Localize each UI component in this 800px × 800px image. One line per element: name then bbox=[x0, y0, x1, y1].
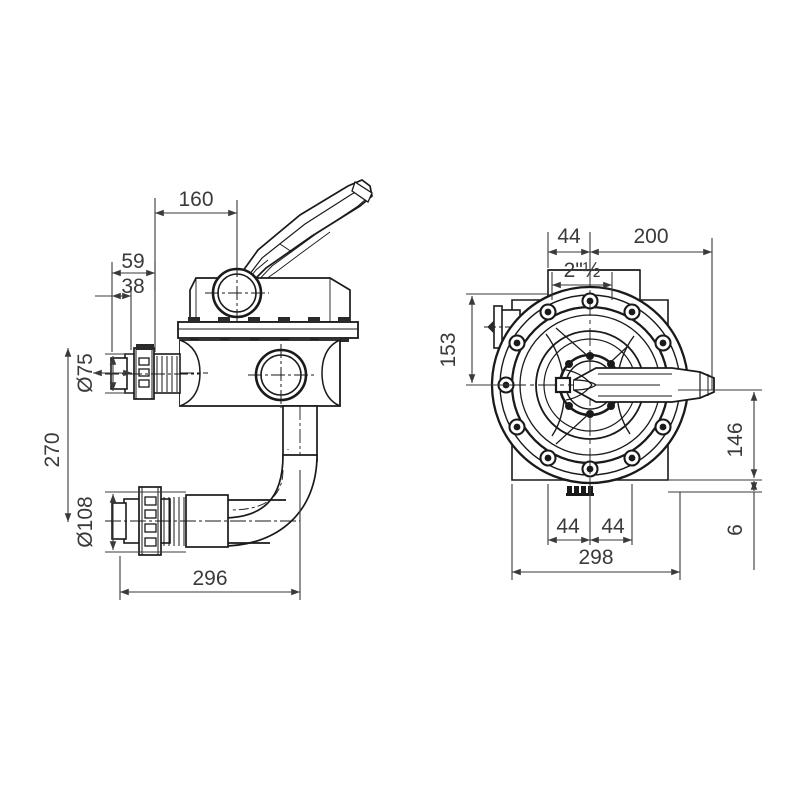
front-view-dimensions bbox=[466, 232, 762, 580]
dim-298: 298 bbox=[578, 546, 613, 569]
side-view-dimensions bbox=[64, 198, 301, 600]
dim-296: 296 bbox=[192, 567, 227, 590]
front-view-dimension-labels: 44 200 2"½ 153 146 6 44 44 298 bbox=[437, 225, 747, 569]
dim-146: 146 bbox=[724, 422, 747, 457]
dim-44-left: 44 bbox=[556, 515, 580, 538]
side-view-dimension-labels: 160 59 38 Ø75 270 Ø108 296 bbox=[41, 188, 228, 590]
dim-38: 38 bbox=[121, 275, 144, 298]
dim-diameter-75: Ø75 bbox=[74, 353, 97, 393]
union-nut-lower bbox=[105, 486, 300, 556]
lever-handle-side[interactable] bbox=[232, 179, 373, 294]
top-port bbox=[205, 263, 269, 325]
side-view-group bbox=[105, 179, 373, 556]
dim-6: 6 bbox=[724, 524, 747, 536]
dim-153: 153 bbox=[437, 332, 460, 367]
dim-thread-size: 2"½ bbox=[564, 259, 601, 282]
front-view-group bbox=[478, 268, 715, 520]
dim-200: 200 bbox=[633, 225, 668, 248]
lever-handle-front[interactable] bbox=[565, 367, 715, 403]
union-nut-upper bbox=[105, 344, 200, 400]
dim-59: 59 bbox=[121, 250, 144, 273]
dim-44-top: 44 bbox=[557, 225, 581, 248]
bottom-outlet-stub bbox=[282, 405, 318, 470]
dim-270: 270 bbox=[41, 432, 64, 467]
dim-160: 160 bbox=[178, 188, 213, 211]
dim-diameter-108: Ø108 bbox=[74, 496, 97, 547]
side-port bbox=[248, 344, 314, 408]
dim-44-right: 44 bbox=[601, 515, 625, 538]
